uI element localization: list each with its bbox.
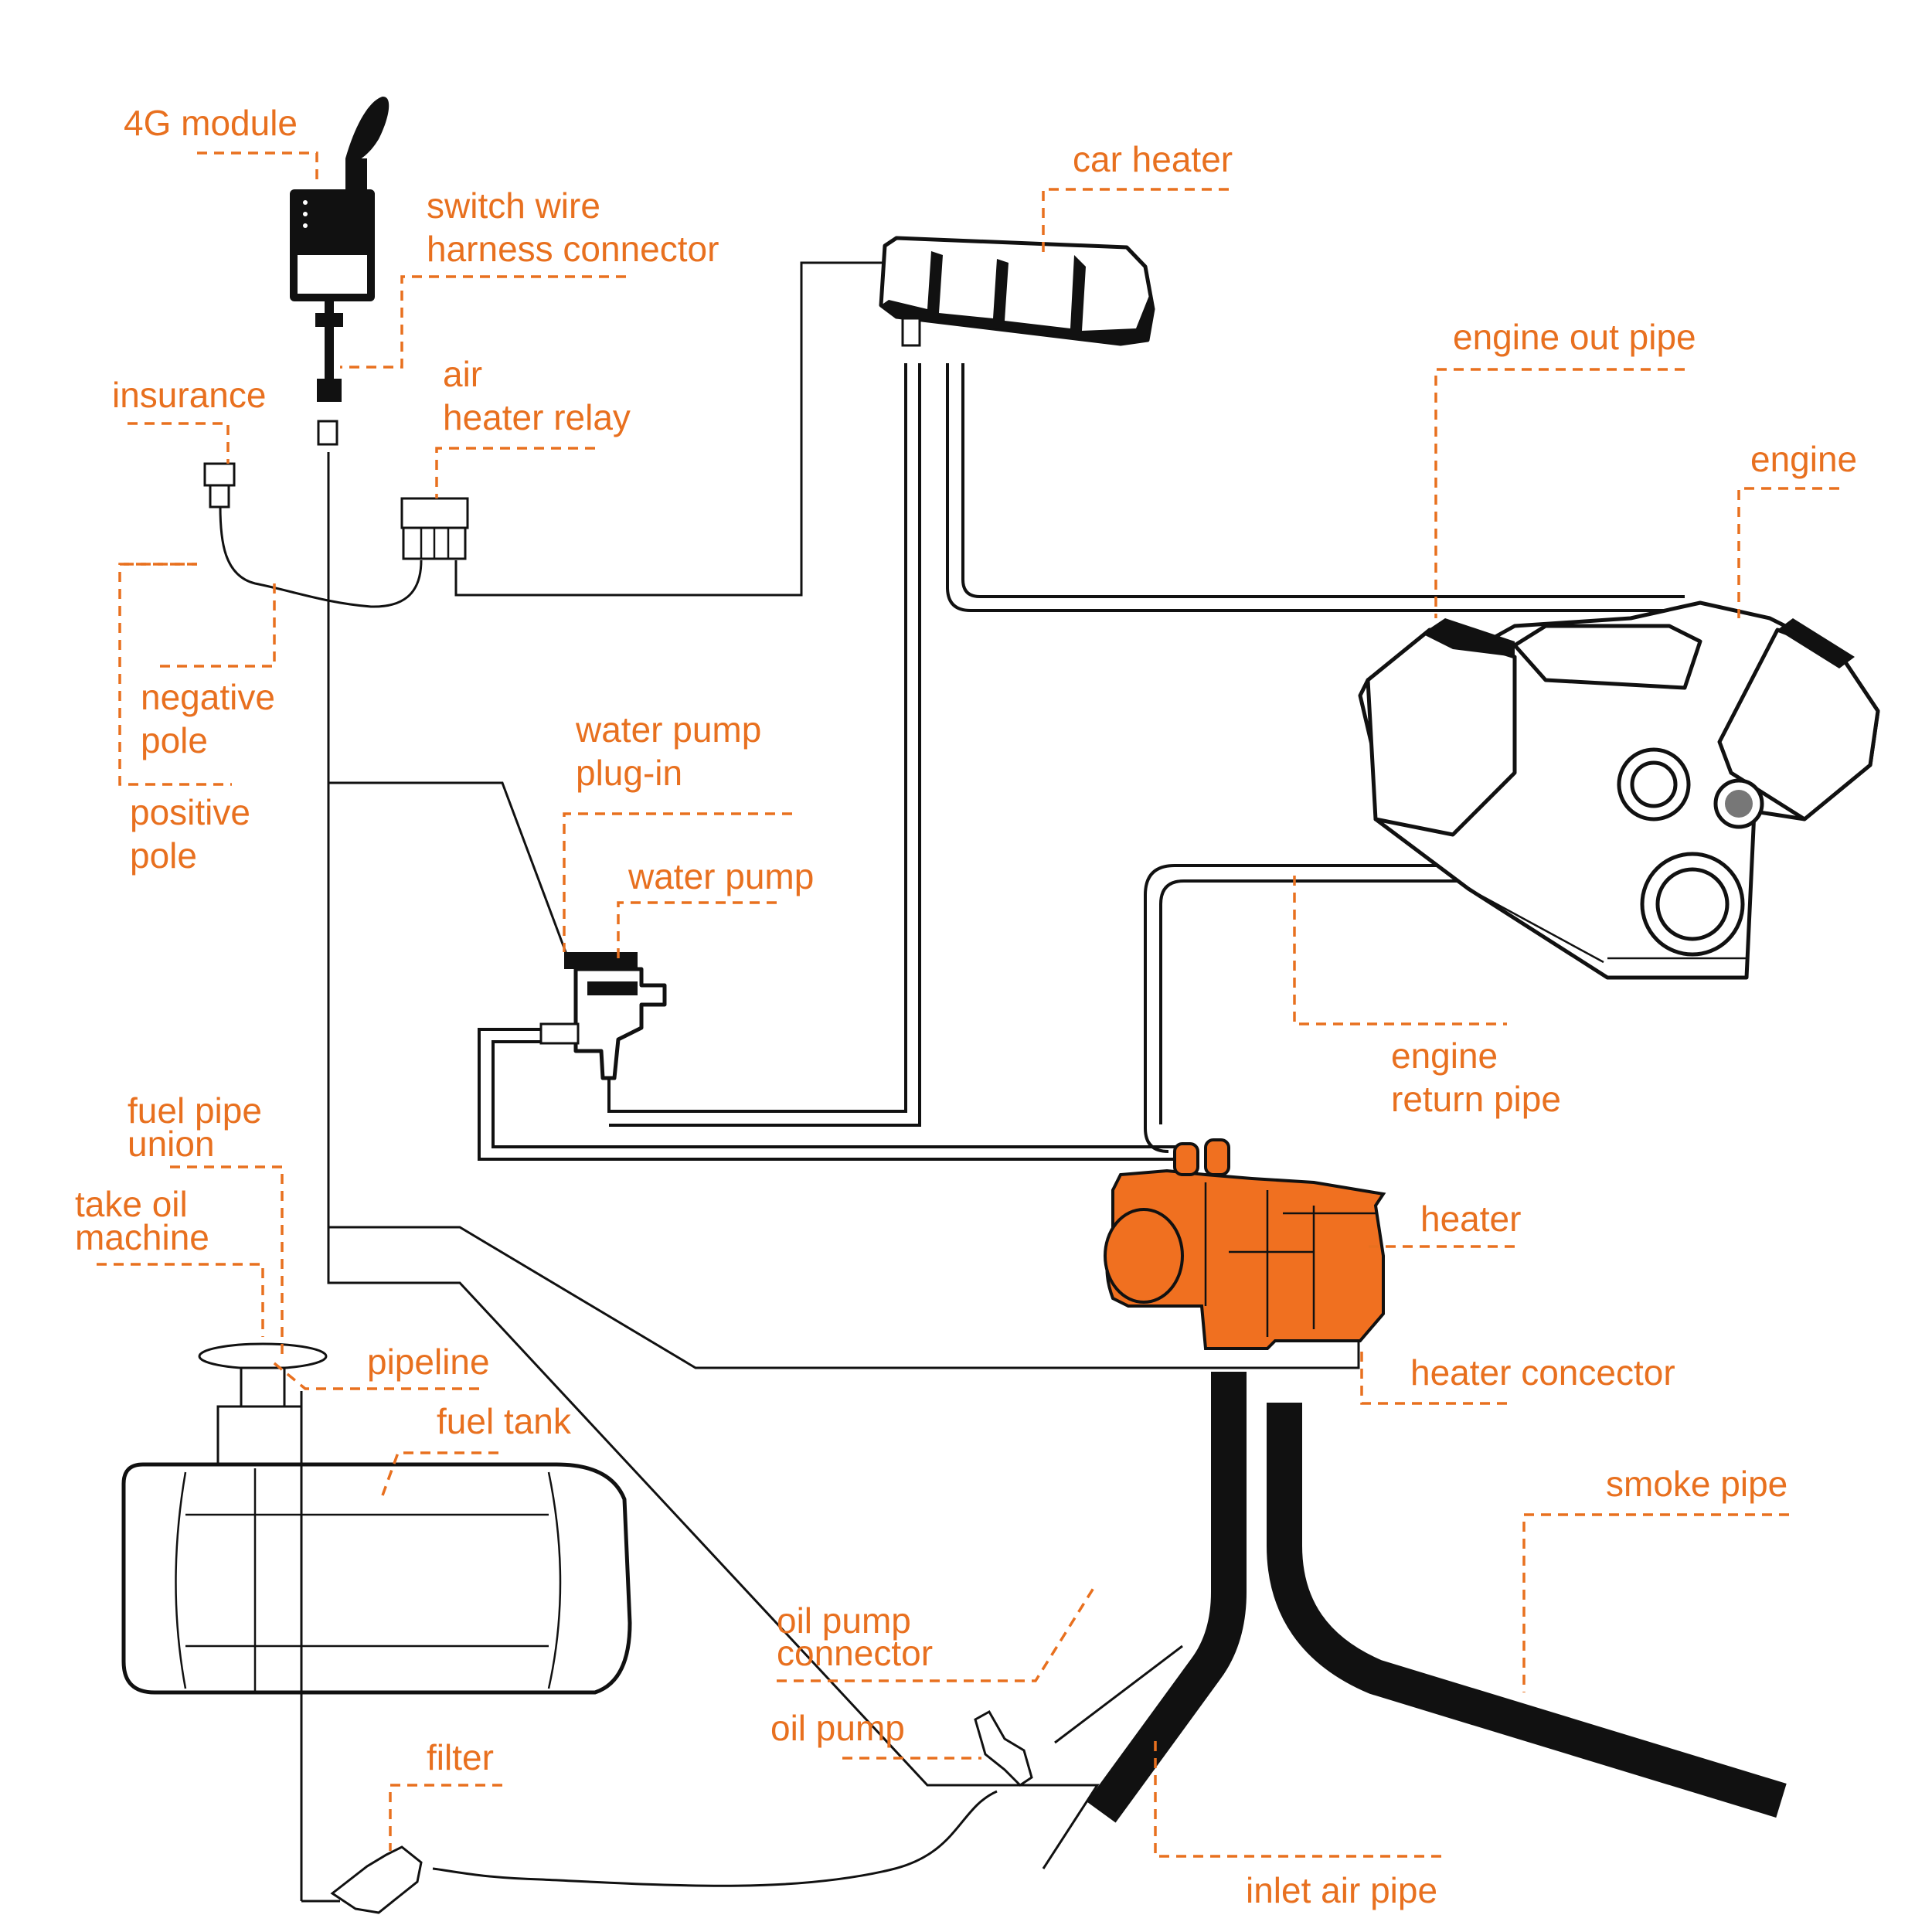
pump-to-heater-pipe-inner [492, 1040, 1182, 1148]
heater-burner-cap [1104, 1208, 1184, 1304]
filter-icon [330, 1845, 423, 1914]
labels: 4G module switch wire harness connector … [75, 103, 1857, 1910]
heater-outlet-port [1204, 1138, 1230, 1176]
engine-out-pipe-inner [961, 363, 1685, 598]
oil-pump [974, 1709, 1033, 1787]
heater-inlet-port [1173, 1142, 1199, 1176]
antenna-icon [345, 96, 389, 164]
oil-pump-icon [974, 1709, 1033, 1787]
water-pump-wire [328, 781, 570, 959]
label-return-pipe: return pipe [1391, 1079, 1561, 1119]
label-harness-connector: harness connector [427, 229, 719, 269]
label-insurance: insurance [112, 375, 266, 415]
label-air: air [443, 354, 482, 394]
pole-wire [219, 505, 423, 608]
engine-return-pipe [1144, 864, 1592, 1153]
label-positive-pole: pole [130, 835, 197, 876]
car-heater-to-pump-pipe-inner [609, 363, 921, 1127]
label-switch-wire: switch wire [427, 185, 600, 226]
fuel-tank-body [121, 1462, 632, 1695]
module-label-panel [298, 255, 367, 294]
air-heater-relay [400, 497, 469, 560]
label-negative: negative [141, 677, 275, 717]
wiring [219, 261, 1360, 1887]
label-filter: filter [427, 1737, 494, 1777]
label-heater-relay: heater relay [443, 397, 631, 437]
pump-plug-in [564, 952, 638, 969]
label-pipeline: pipeline [367, 1342, 490, 1382]
label-inlet-air-pipe: inlet air pipe [1246, 1870, 1437, 1910]
insurance-fuse [203, 462, 236, 509]
label-engine: engine [1750, 439, 1857, 479]
label-take-oil: take oil [75, 1184, 188, 1224]
oil-pump-to-filter-wire [432, 1790, 998, 1887]
label-fuel-tank: fuel tank [437, 1401, 572, 1441]
fuel-tank [121, 1342, 632, 1903]
label-water-pump: water pump [628, 856, 814, 896]
label-engine-return: engine [1391, 1036, 1498, 1076]
main-harness-wire [327, 452, 1100, 1869]
inlet-air-pipe-hose [1087, 1372, 1247, 1823]
label-machine: machine [75, 1217, 209, 1257]
label-fuel-pipe: fuel pipe [128, 1090, 262, 1131]
module-4g [290, 96, 389, 446]
label-heater: heater [1420, 1199, 1521, 1239]
harness-plug [317, 420, 338, 446]
water-pump [539, 952, 667, 1080]
label-engine-out-pipe: engine out pipe [1453, 317, 1696, 357]
antenna-mount [345, 158, 367, 189]
fuel-filter [330, 1845, 423, 1914]
label-oil-pump-conn: oil pump [777, 1600, 911, 1641]
car-heater-to-pump-pipe [607, 363, 907, 1113]
leader-lines [97, 151, 1839, 1858]
oil-pump-to-heater-wire [1054, 1645, 1183, 1744]
label-union: union [128, 1124, 215, 1164]
hoses [1087, 1372, 1787, 1823]
engine-cover-center [1512, 624, 1702, 690]
fuse-head [203, 462, 236, 487]
label-car-heater: car heater [1073, 139, 1233, 179]
label-connector: connector [777, 1633, 933, 1673]
engine-out-pipe [946, 363, 1692, 612]
pump-body [573, 967, 667, 1080]
label-oil-pump: oil pump [770, 1708, 905, 1748]
heater-connector-wire [328, 1226, 1360, 1369]
label-water-pump-plug: water pump [575, 709, 761, 750]
relay-to-car-heater-wire [454, 261, 885, 597]
pump-to-heater-pipe [478, 1028, 1182, 1161]
engine-block [1358, 600, 1880, 980]
label-4g-module: 4G module [124, 103, 298, 143]
label-heater-connector: heater concector [1410, 1352, 1675, 1393]
diesel-heater [1104, 1138, 1386, 1350]
car-heater [879, 236, 1155, 347]
label-smoke-pipe: smoke pipe [1606, 1464, 1787, 1504]
engine-return-pipe-inner [1159, 879, 1592, 1124]
fuel-pipe-union-flange [198, 1342, 328, 1370]
label-positive: positive [130, 792, 250, 832]
coolant-pipes [478, 363, 1692, 1161]
label-plug-in: plug-in [576, 753, 682, 793]
label-negative-pole: pole [141, 720, 208, 760]
smoke-pipe-hose [1267, 1403, 1787, 1818]
relay-head [400, 497, 469, 529]
